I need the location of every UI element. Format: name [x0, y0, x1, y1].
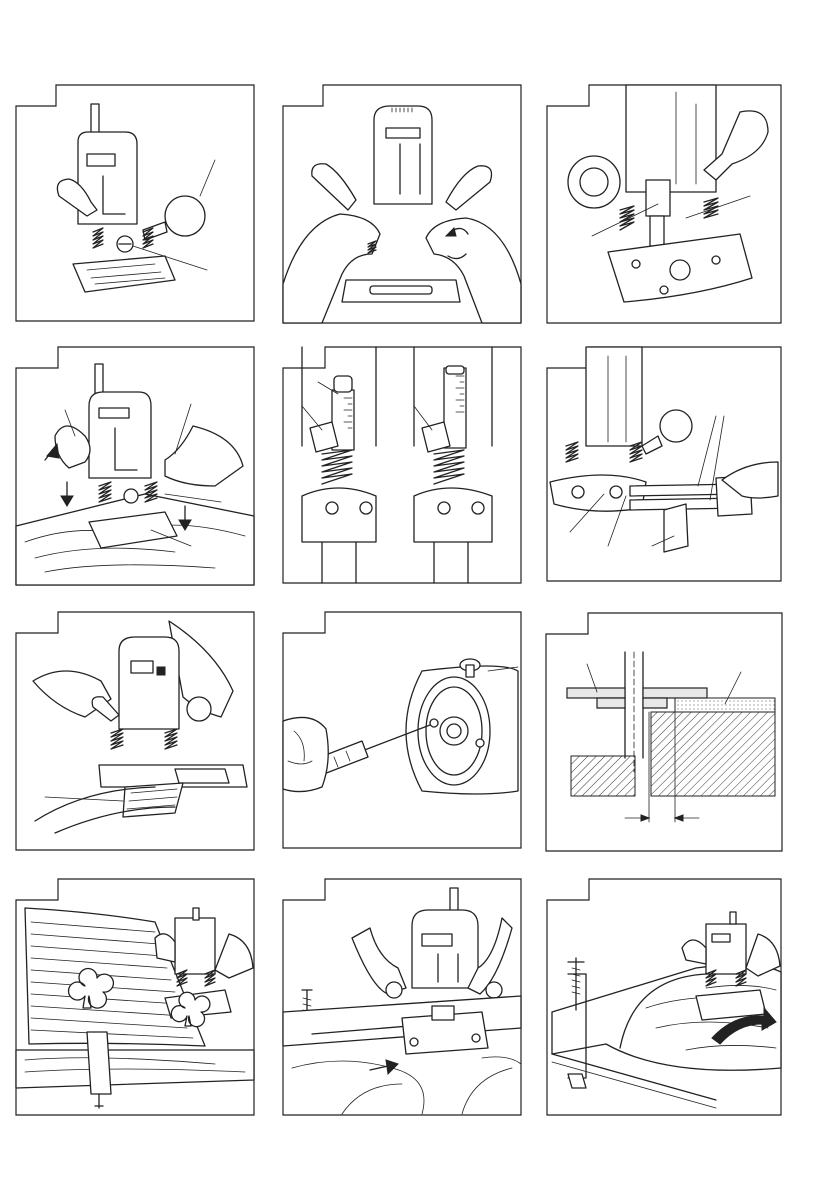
figure-9-drawing	[545, 612, 783, 852]
figure-6-drawing	[546, 346, 782, 582]
figure-4-drawing	[15, 346, 255, 586]
figure-2	[282, 84, 522, 324]
figure-10	[15, 878, 255, 1116]
figure-8	[282, 611, 522, 849]
figure-6	[546, 346, 782, 582]
figure-12-drawing	[546, 878, 782, 1116]
figure-7	[15, 611, 255, 851]
figure-3	[546, 84, 782, 324]
figure-12	[546, 878, 782, 1116]
figure-3-drawing	[546, 84, 782, 324]
figure-11-drawing	[282, 878, 522, 1116]
figure-8-drawing	[282, 611, 522, 849]
figure-1-drawing	[15, 84, 255, 322]
figure-5-drawing	[282, 346, 522, 584]
figure-11	[282, 878, 522, 1116]
figure-2-drawing	[282, 84, 522, 324]
figure-7-drawing	[15, 611, 255, 851]
figure-9	[545, 612, 783, 852]
figure-4	[15, 346, 255, 586]
figure-5	[282, 346, 522, 584]
figure-1	[15, 84, 255, 322]
figure-10-drawing	[15, 878, 255, 1116]
